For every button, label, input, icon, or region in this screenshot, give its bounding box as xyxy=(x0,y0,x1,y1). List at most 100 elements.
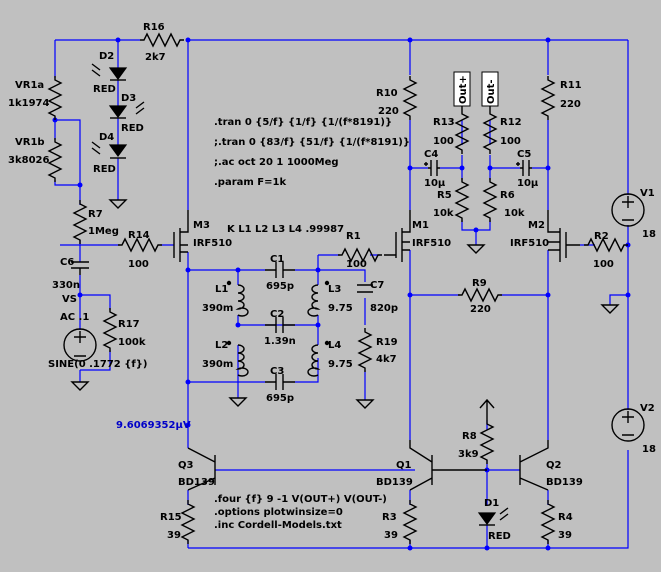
r9-value: 220 xyxy=(470,304,491,315)
led-d1 xyxy=(477,507,509,526)
directive-inc[interactable]: .inc Cordell-Models.txt xyxy=(214,520,342,531)
junctions xyxy=(52,37,631,551)
m1-value: IRF510 xyxy=(412,238,451,249)
c2-ref: C2 xyxy=(270,309,284,320)
r7-ref: R7 xyxy=(88,209,103,220)
directive-four[interactable]: .four {f} 9 -1 V(OUT+) V(OUT-) xyxy=(214,494,387,505)
node-voltage-readout: 9.6069352µV xyxy=(116,420,191,431)
d1-value: RED xyxy=(488,531,511,542)
d3-value: RED xyxy=(121,123,144,134)
vr1a-value: 1k1974 xyxy=(8,98,49,109)
r11-value: 220 xyxy=(560,99,581,110)
vr1a-ref: VR1a xyxy=(15,80,44,91)
c7-ref: C7 xyxy=(370,280,384,291)
r11-ref: R11 xyxy=(560,80,582,91)
inductors xyxy=(226,280,330,377)
l1-ref: L1 xyxy=(215,284,228,295)
r15-ref: R15 xyxy=(160,512,182,523)
r4-value: 39 xyxy=(558,530,572,541)
c4-ref: C4 xyxy=(424,149,438,160)
m3-value: IRF510 xyxy=(193,238,232,249)
grounds xyxy=(71,199,619,420)
q1-ref: Q1 xyxy=(396,460,412,471)
wires xyxy=(54,39,629,549)
directive-ac-commented[interactable]: ;.ac oct 20 1 1000Meg xyxy=(214,157,339,168)
output-flags xyxy=(453,71,499,110)
r14-ref: R14 xyxy=(128,230,150,241)
v1-value: 18 xyxy=(642,229,656,240)
directive-options[interactable]: .options plotwinsize=0 xyxy=(214,507,343,518)
out-plus-label: Out+ xyxy=(458,75,469,104)
q3-value: BD139 xyxy=(178,477,215,488)
r17-ref: R17 xyxy=(118,319,140,330)
directive-coupling[interactable]: K L1 L2 L3 L4 .99987 xyxy=(227,224,344,235)
l1-value: 390m xyxy=(202,303,233,314)
d3-ref: D3 xyxy=(121,93,136,104)
c5-value: 10µ xyxy=(517,178,539,189)
out-minus-label: Out- xyxy=(486,79,497,104)
m2-ref: M2 xyxy=(528,220,545,231)
component-labels: R16 2k7 VR1a 1k1974 VR1b 3k8026 D2 RED D… xyxy=(8,22,656,542)
q2-ref: Q2 xyxy=(546,460,562,471)
d2-value: RED xyxy=(93,84,116,95)
r5-ref: R5 xyxy=(437,190,452,201)
l3-ref: L3 xyxy=(328,284,341,295)
c3-ref: C3 xyxy=(270,366,284,377)
r12-value: 100 xyxy=(500,136,521,147)
l4-value: 9.75 xyxy=(328,359,353,370)
capacitors xyxy=(71,160,532,390)
d1-ref: D1 xyxy=(484,498,499,509)
v1-ref: V1 xyxy=(640,188,655,199)
r10-ref: R10 xyxy=(376,88,398,99)
q2-value: BD139 xyxy=(546,477,583,488)
d4-value: RED xyxy=(93,164,116,175)
c5-ref: C5 xyxy=(517,149,531,160)
d4-ref: D4 xyxy=(99,132,114,143)
directive-param[interactable]: .param F=1k xyxy=(214,177,286,188)
c1-ref: C1 xyxy=(270,254,284,265)
mosfets xyxy=(173,210,580,262)
vr1b-ref: VR1b xyxy=(15,137,45,148)
r16-value: 2k7 xyxy=(145,52,166,63)
q3-ref: Q3 xyxy=(178,460,194,471)
r10-value: 220 xyxy=(378,106,399,117)
spice-directives: .tran 0 {5/f} {1/f} {1/(f*8191)} ;.tran … xyxy=(214,117,410,531)
r19-value: 4k7 xyxy=(376,354,397,365)
vs-value: AC .1 xyxy=(60,312,89,323)
r1-ref: R1 xyxy=(346,231,361,242)
led-chain xyxy=(91,63,145,159)
vs-ref: VS xyxy=(62,294,77,305)
r16-ref: R16 xyxy=(143,22,165,33)
v2-value: 18 xyxy=(642,444,656,455)
c3-value: 695p xyxy=(266,393,294,404)
r3-value: 39 xyxy=(384,530,398,541)
r5-value: 10k xyxy=(433,208,454,219)
l2-ref: L2 xyxy=(215,340,228,351)
r3-ref: R3 xyxy=(382,512,397,523)
l4-ref: L4 xyxy=(328,340,341,351)
r15-value: 39 xyxy=(167,530,181,541)
directive-tran[interactable]: .tran 0 {5/f} {1/f} {1/(f*8191)} xyxy=(214,117,392,128)
r19-ref: R19 xyxy=(376,337,398,348)
c2-value: 1.39n xyxy=(264,336,296,347)
v2-ref: V2 xyxy=(640,403,655,414)
voltage-sources xyxy=(63,193,645,442)
c7-value: 820p xyxy=(370,303,398,314)
r17-value: 100k xyxy=(118,337,146,348)
q1-value: BD139 xyxy=(376,477,413,488)
r6-value: 10k xyxy=(504,208,525,219)
r12-ref: R12 xyxy=(500,117,522,128)
r2-value: 100 xyxy=(593,259,614,270)
r1-value: 100 xyxy=(346,259,367,270)
m1-ref: M1 xyxy=(412,220,429,231)
r13-value: 100 xyxy=(433,136,454,147)
l3-value: 9.75 xyxy=(328,303,353,314)
c1-value: 695p xyxy=(266,281,294,292)
r2-ref: R2 xyxy=(594,231,609,242)
r8-value: 3k9 xyxy=(458,449,479,460)
m2-value: IRF510 xyxy=(510,238,549,249)
directive-tran-commented[interactable]: ;.tran 0 {83/f} {51/f} {1/(f*8191)} xyxy=(214,137,410,148)
vr1b-value: 3k8026 xyxy=(8,155,49,166)
r6-ref: R6 xyxy=(500,190,515,201)
